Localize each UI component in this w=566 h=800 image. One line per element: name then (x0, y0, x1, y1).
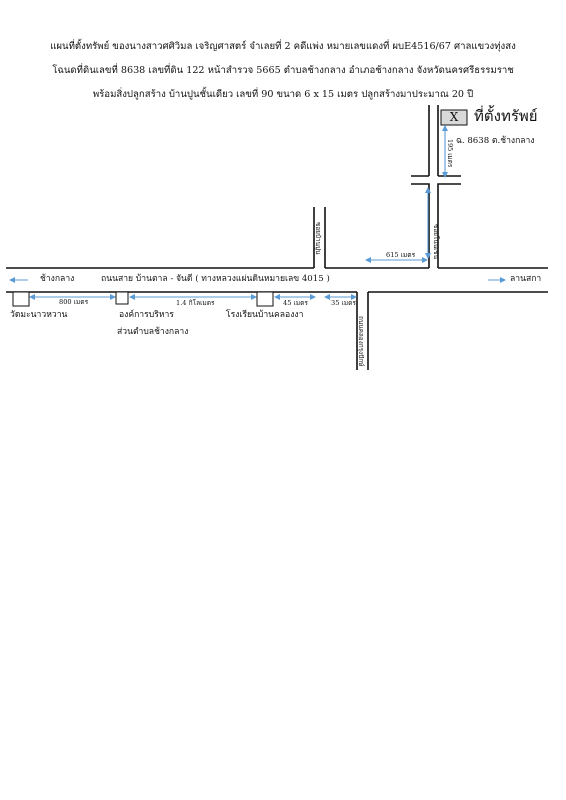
deed-label: ฉ. 8638 ต.ช้างกลาง (456, 136, 535, 146)
lane-right-label: ซอยโนนเชน (432, 224, 440, 259)
distance-615m-label: 615 เมตร (386, 251, 416, 259)
landmark-temple-label: วัดมะนาวหวาน (10, 310, 68, 320)
lane-left (313, 207, 326, 268)
direction-lansaka: ลานสกา (510, 274, 542, 284)
property-marker (440, 109, 468, 126)
distance-35m-label: 35 เมตร (331, 299, 356, 307)
landmark-school-label: โรงเรียนบ้านคลองงา (226, 310, 304, 320)
lane-left-label: ซอยบ้านปูน (314, 222, 322, 255)
lane-bottom-label: ถนนคลองกรุงปักษ์ (357, 316, 365, 367)
property-marker-label: X (449, 110, 459, 124)
header-line-3: พร้อมสิ่งปลูกสร้าง บ้านปูนชั้นเดียว เลขท… (92, 89, 474, 100)
distance-195m-label: 195 เมตร (446, 139, 454, 168)
property-label: ที่ตั้งทรัพย์ (474, 107, 538, 125)
distance-45m-label: 45 เมตร (283, 299, 308, 307)
landmark-sao-label-2: ส่วนตำบลช้างกลาง (117, 327, 189, 337)
main-road-label: ถนนสาย บ้านตาล - จันดี ( ทางหลวงแผ่นดินห… (101, 274, 330, 284)
lane-right (411, 105, 461, 268)
header-line-1: แผนที่ตั้งทรัพย์ ของนางสาวศศิวิมล เจริญศ… (50, 41, 516, 52)
temple-box (12, 291, 30, 307)
lane-bottom (356, 292, 369, 370)
sao-box (115, 291, 129, 305)
landmark-sao-label-1: องค์การบริหาร (119, 310, 174, 320)
distance-1-4km-label: 1.4 กิโลเมตร (176, 299, 215, 307)
school-box (256, 291, 274, 307)
direction-changklang: ช้างกลาง (40, 274, 75, 284)
distance-800m-label: 800 เมตร (59, 298, 89, 306)
header-line-2: โฉนดที่ดินเลขที่ 8638 เลขที่ดิน 122 หน้า… (52, 65, 514, 76)
